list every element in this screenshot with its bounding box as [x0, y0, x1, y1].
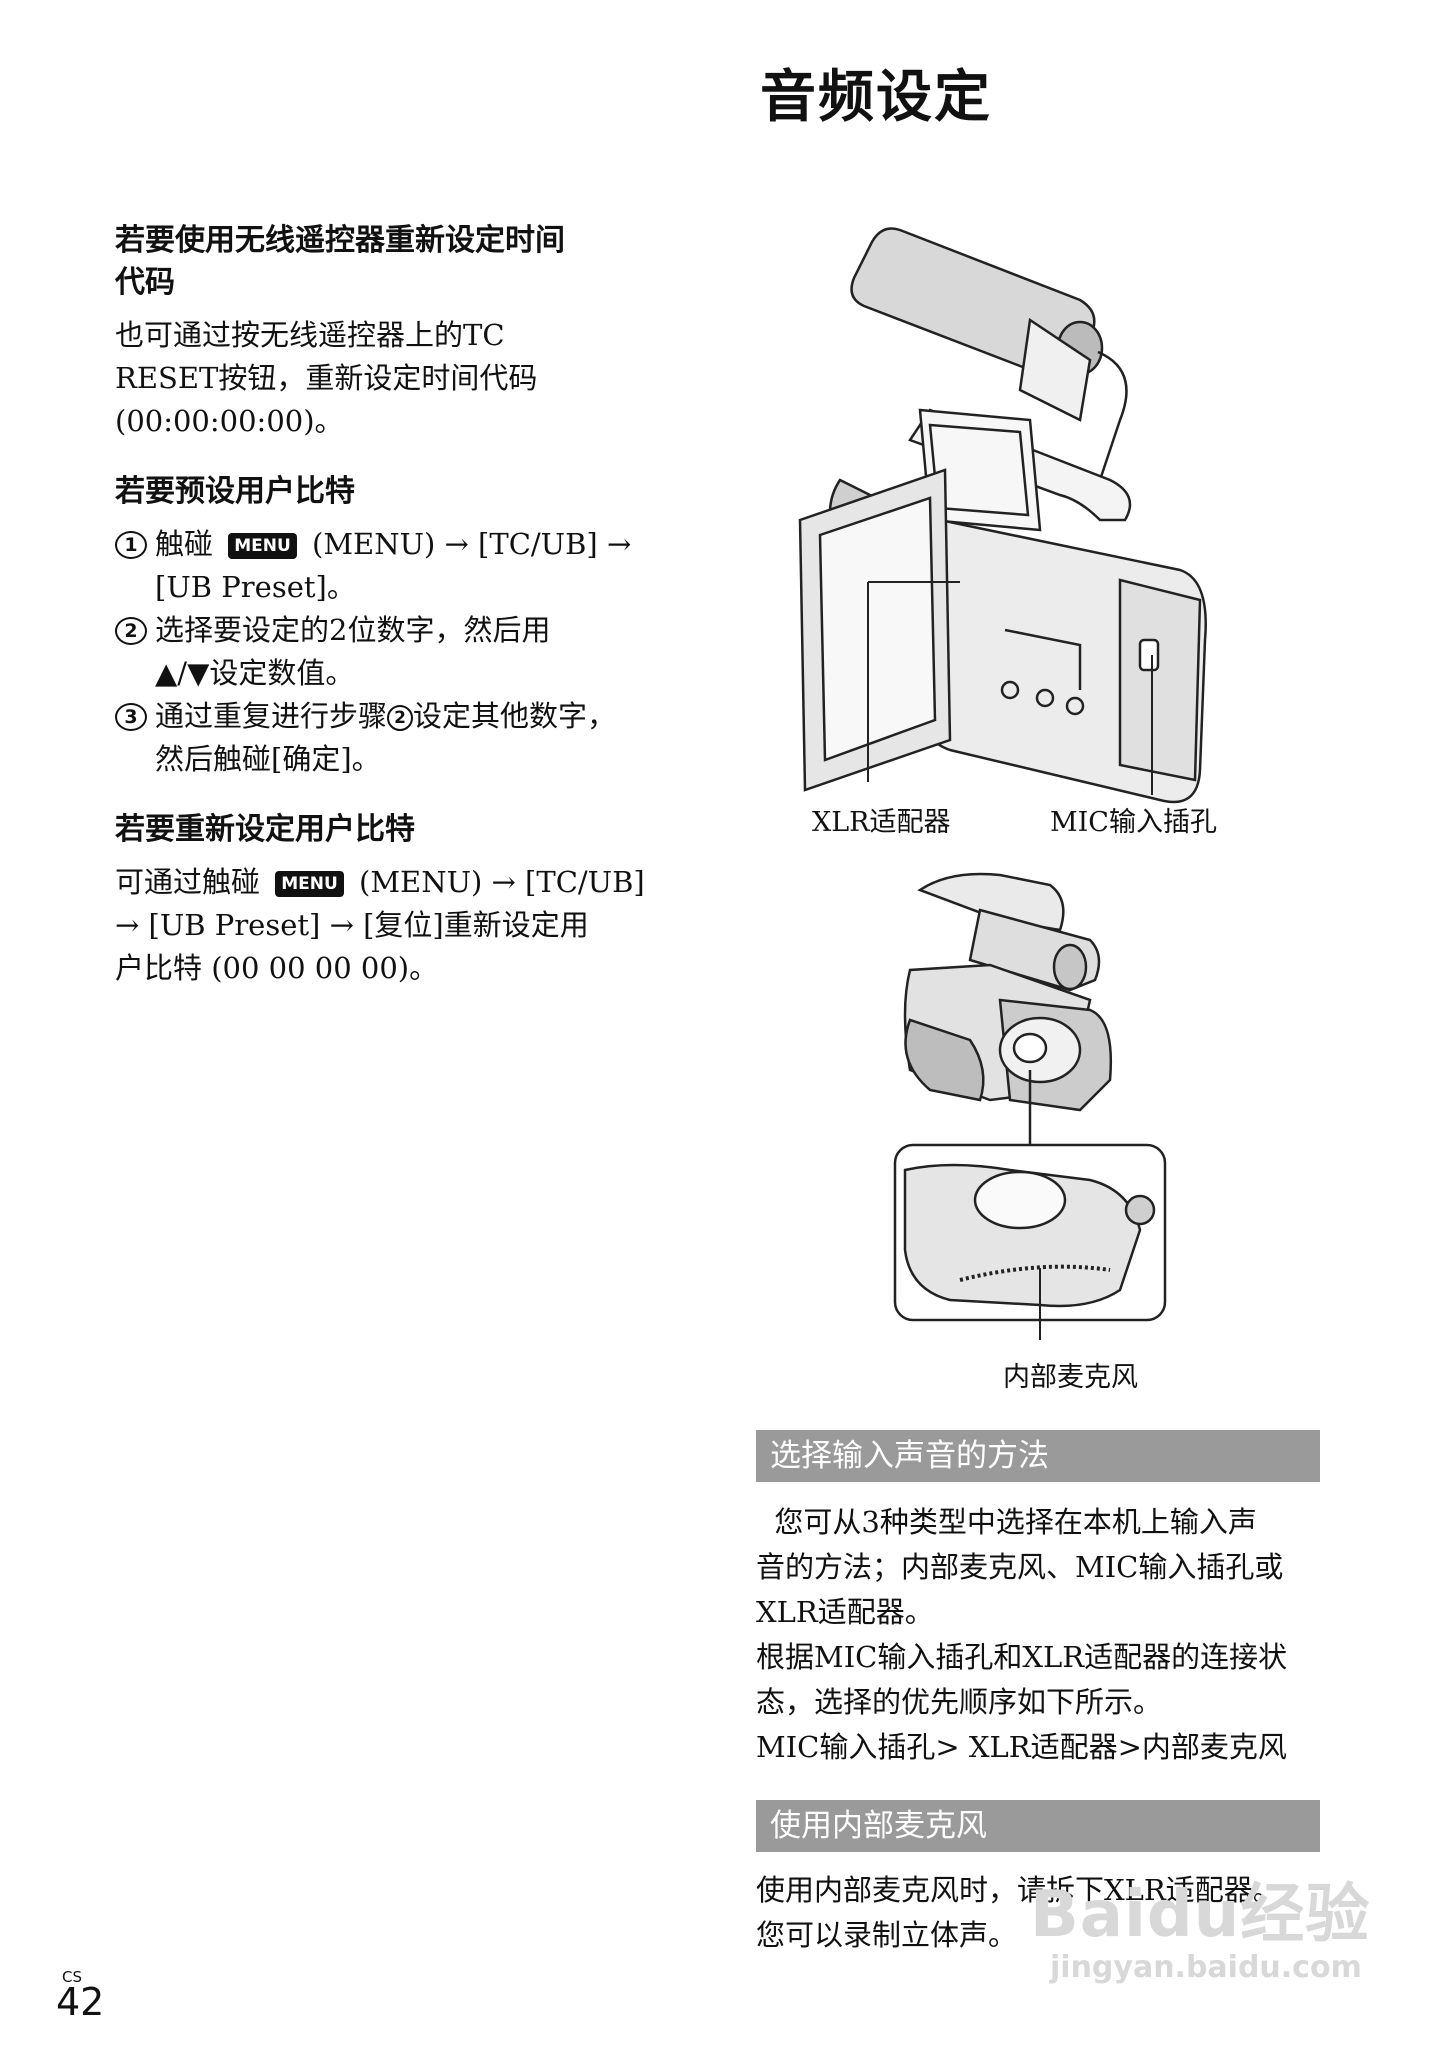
page-number: 42	[56, 1980, 105, 2024]
step-text: 触碰	[155, 527, 214, 561]
section-bar-select-input: 选择输入声音的方法	[756, 1430, 1320, 1482]
watermark-logo-text: Baidu经验	[1030, 1878, 1371, 1952]
body-line: 您可从3种类型中选择在本机上输入声	[756, 1505, 1257, 1539]
heading-reset-user-bit: 若要重新设定用户比特	[115, 812, 415, 847]
paragraph-line: RESET按钮，重新设定时间代码	[115, 361, 538, 395]
heading-preset-user-bit: 若要预设用户比特	[115, 474, 355, 509]
step-text: [UB Preset]。	[155, 570, 356, 604]
text: 可通过触碰	[115, 865, 261, 899]
body-line: 态，选择的优先顺序如下所示。	[756, 1685, 1163, 1719]
body-line: 音的方法；内部麦克风、MIC输入插孔或	[756, 1550, 1284, 1584]
text: (MENU) → [TC/UB]	[359, 865, 645, 899]
body-line: 根据MIC输入插孔和XLR适配器的连接状	[756, 1640, 1288, 1674]
step-text: ▲/▼设定数值。	[155, 656, 355, 690]
section-bar-internal-mic: 使用内部麦克风	[756, 1800, 1320, 1852]
step-text: 通过重复进行步骤	[155, 699, 388, 733]
heading-line: 代码	[115, 265, 175, 300]
body-line: MIC输入插孔> XLR适配器>内部麦克风	[756, 1730, 1287, 1764]
heading-line: 若要使用无线遥控器重新设定时间	[115, 223, 565, 258]
watermark-url: jingyan.baidu.com	[1050, 1950, 1362, 1985]
camcorder-front-illustration	[893, 872, 1167, 1340]
paragraph-line: 也可通过按无线遥控器上的TC	[115, 318, 505, 352]
paragraph-line: 户比特 (00 00 00 00)。	[115, 951, 439, 985]
step-ref-number: 2	[387, 705, 414, 731]
section-body-internal-mic: 使用内部麦克风时，请拆下XLR适配器。 您可以录制立体声。	[756, 1868, 1326, 1958]
step-number: 1	[115, 531, 147, 559]
paragraph-line: (00:00:00:00)。	[115, 404, 344, 438]
body-line: 使用内部麦克风时，请拆下XLR适配器。	[756, 1873, 1282, 1907]
page-title: 音频设定	[760, 65, 992, 130]
section-body-select-input: 您可从3种类型中选择在本机上输入声 音的方法；内部麦克风、MIC输入插孔或 XL…	[756, 1500, 1326, 1770]
step-number: 2	[115, 617, 147, 645]
label-internal-microphone: 内部麦克风	[1003, 1362, 1138, 1393]
step-2: 2 选择要设定的2位数字，然后用 ▲/▼设定数值。	[115, 609, 695, 695]
label-mic-input-jack: MIC输入插孔	[1050, 807, 1217, 838]
body-line: 您可以录制立体声。	[756, 1918, 1018, 1952]
label-xlr-adapter: XLR适配器	[812, 807, 951, 838]
step-text: 设定其他数字，	[413, 699, 617, 733]
step-text: 选择要设定的2位数字，然后用	[155, 613, 551, 647]
step-text: 然后触碰[确定]。	[155, 742, 381, 776]
menu-button-icon: MENU	[228, 533, 297, 559]
heading-remote-reset: 若要使用无线遥控器重新设定时间 代码	[115, 220, 695, 304]
step-text: (MENU) → [TC/UB] →	[312, 527, 632, 561]
baidu-watermark: Baidu经验 jingyan.baidu.com	[1030, 1880, 1370, 1986]
page-language-code: CS	[62, 1968, 82, 1986]
paragraph-line: → [UB Preset] → [复位]重新设定用	[115, 908, 589, 942]
menu-button-icon: MENU	[275, 871, 344, 897]
paragraph-line: 可通过触碰 MENU (MENU) → [TC/UB]	[115, 861, 695, 904]
body-line: XLR适配器。	[756, 1595, 934, 1629]
step-number: 3	[115, 703, 147, 731]
left-column: 若要使用无线遥控器重新设定时间 代码 也可通过按无线遥控器上的TC RESET按…	[115, 220, 695, 990]
camcorder-rear-illustration	[798, 227, 1207, 804]
step-1: 1 触碰 MENU (MENU) → [TC/UB] → [UB Preset]…	[115, 523, 695, 609]
